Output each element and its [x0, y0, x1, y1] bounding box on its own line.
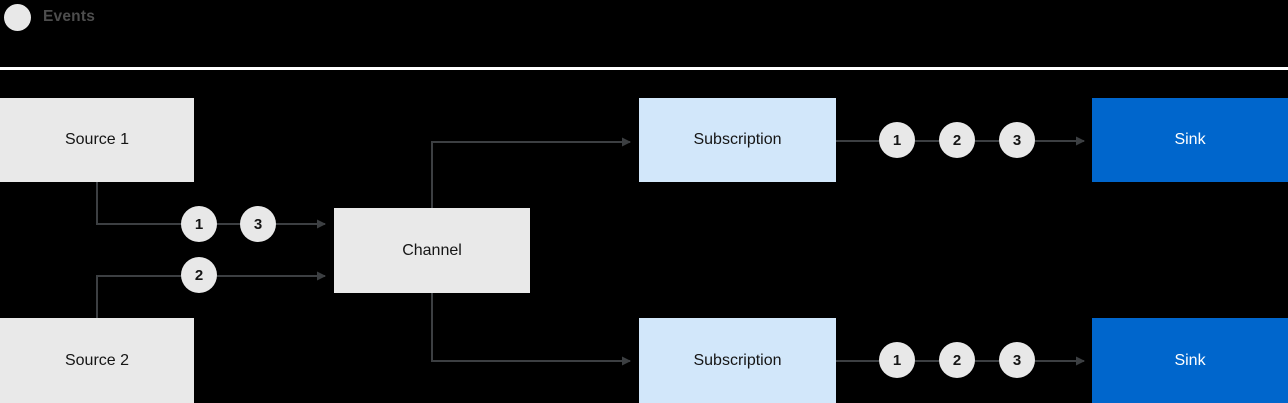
node-subscription-bottom-label: Subscription: [693, 351, 782, 369]
event-circle: 3: [999, 122, 1035, 158]
node-sink-top-label: Sink: [1174, 131, 1206, 148]
event-circle: 3: [999, 342, 1035, 378]
event-circle-label: 2: [194, 266, 204, 284]
event-circle: 1: [181, 206, 217, 242]
event-circle-label: 2: [952, 351, 962, 369]
node-channel-label: Channel: [402, 241, 462, 259]
event-circle-label: 3: [253, 215, 263, 233]
event-circle-icon: [4, 3, 31, 31]
node-sink-top[interactable]: Sink: [1092, 98, 1288, 182]
event-circle: 1: [879, 342, 915, 378]
node-source-2[interactable]: Source 2: [0, 318, 194, 403]
event-circle-label: 3: [1012, 131, 1022, 149]
node-sink-bottom-label: Sink: [1174, 351, 1206, 369]
node-source-1[interactable]: Source 1: [0, 98, 194, 182]
node-subscription-bottom[interactable]: Subscription: [639, 318, 836, 403]
event-circle-label: 2: [952, 131, 962, 149]
node-channel[interactable]: Channel: [334, 208, 530, 293]
event-circle: 2: [181, 257, 217, 293]
legend: Events: [0, 0, 95, 34]
legend-label: Events: [43, 8, 96, 25]
event-circle: 1: [879, 122, 915, 158]
event-circle: 2: [939, 342, 975, 378]
event-circle-label: 1: [892, 351, 902, 369]
node-source-2-label: Source 2: [64, 351, 130, 369]
node-source-1-label: Source 1: [64, 131, 130, 148]
event-circle: 3: [240, 206, 276, 242]
event-circle-label: 1: [892, 131, 902, 149]
event-circle-label: 3: [1012, 351, 1022, 369]
node-subscription-top[interactable]: Subscription: [639, 98, 836, 182]
event-circle: 2: [939, 122, 975, 158]
legend-divider: [0, 67, 1288, 70]
node-sink-bottom[interactable]: Sink: [1092, 318, 1288, 403]
node-subscription-top-label: Subscription: [693, 131, 782, 148]
event-circle-label: 1: [194, 215, 204, 233]
